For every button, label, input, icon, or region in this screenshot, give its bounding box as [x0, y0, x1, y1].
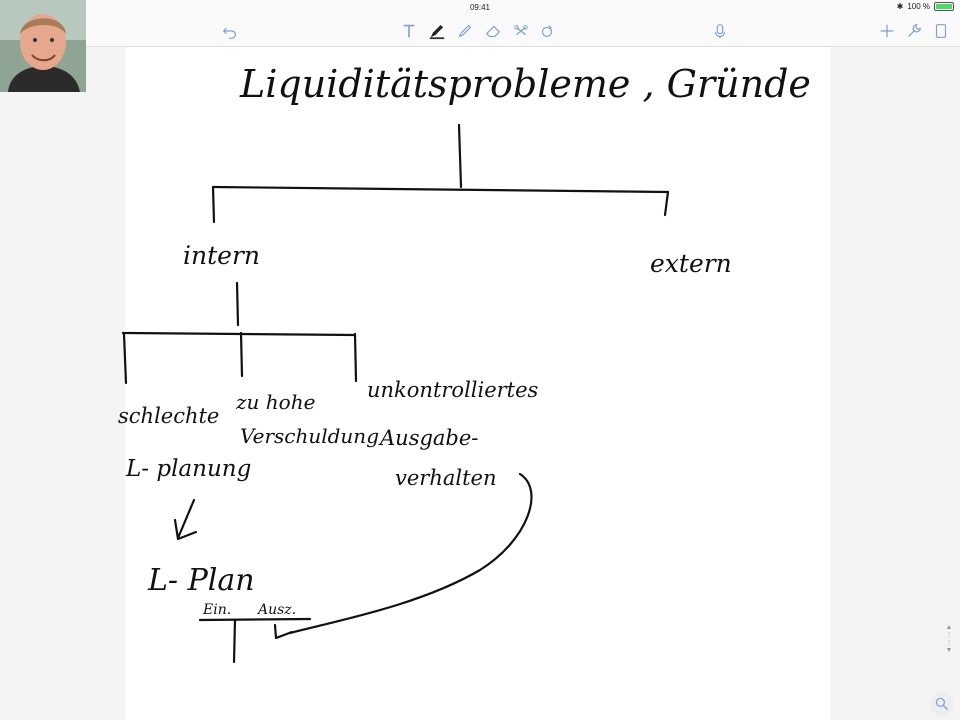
- result-sub-left: Ein.: [202, 602, 231, 618]
- text-icon[interactable]: [398, 20, 420, 42]
- sub1-line2: L- planung: [125, 456, 251, 482]
- branch-intern: intern: [183, 241, 260, 270]
- undo-icon[interactable]: [219, 20, 241, 42]
- wrench-icon[interactable]: [903, 20, 925, 42]
- zoom-button[interactable]: [930, 692, 954, 716]
- battery-indicator: ✱ 100 %: [897, 2, 954, 11]
- sub3-line1: unkontrolliertes: [367, 378, 539, 402]
- eraser-icon[interactable]: [482, 20, 504, 42]
- note-page[interactable]: [125, 47, 830, 720]
- shapes-icon[interactable]: [536, 20, 558, 42]
- highlighter-icon[interactable]: [454, 20, 476, 42]
- webcam-overlay: [0, 0, 86, 92]
- branch-extern: extern: [650, 249, 732, 278]
- result-sub-right: Ausz.: [256, 602, 296, 618]
- battery-percent: 100 %: [907, 2, 930, 11]
- sub3-line2: Ausgabe-: [378, 426, 478, 450]
- add-icon[interactable]: [876, 20, 898, 42]
- result-plan: L- Plan: [147, 563, 255, 598]
- sub2-line2: Verschuldung: [240, 424, 379, 448]
- pen-icon[interactable]: [426, 20, 448, 42]
- page-icon[interactable]: [930, 20, 952, 42]
- sub3-line3: verhalten: [395, 466, 496, 490]
- chevron-up-icon[interactable]: ▲: [945, 624, 953, 631]
- bluetooth-icon: ✱: [896, 2, 904, 11]
- status-time: 09:41: [469, 3, 491, 12]
- sub2-line1: zu hohe: [235, 390, 315, 414]
- chevron-down-icon[interactable]: ▼: [945, 647, 953, 654]
- magnifier-icon: [935, 697, 949, 711]
- presenter-avatar: [0, 0, 86, 92]
- battery-icon: [934, 2, 954, 11]
- status-bar: 09:41 ✱ 100 %: [0, 0, 960, 16]
- tree-lines: [121, 123, 670, 664]
- notes-toolbar: [0, 16, 960, 47]
- microphone-icon[interactable]: [709, 20, 731, 42]
- scroll-dots: ⋮⋮: [945, 632, 953, 647]
- lasso-icon[interactable]: [510, 20, 532, 42]
- page-scroll-control[interactable]: ▲ ⋮⋮ ▼: [942, 624, 956, 674]
- sub1-line1: schlechte: [118, 404, 219, 428]
- note-title: Liquiditätsprobleme , Gründe: [239, 62, 811, 106]
